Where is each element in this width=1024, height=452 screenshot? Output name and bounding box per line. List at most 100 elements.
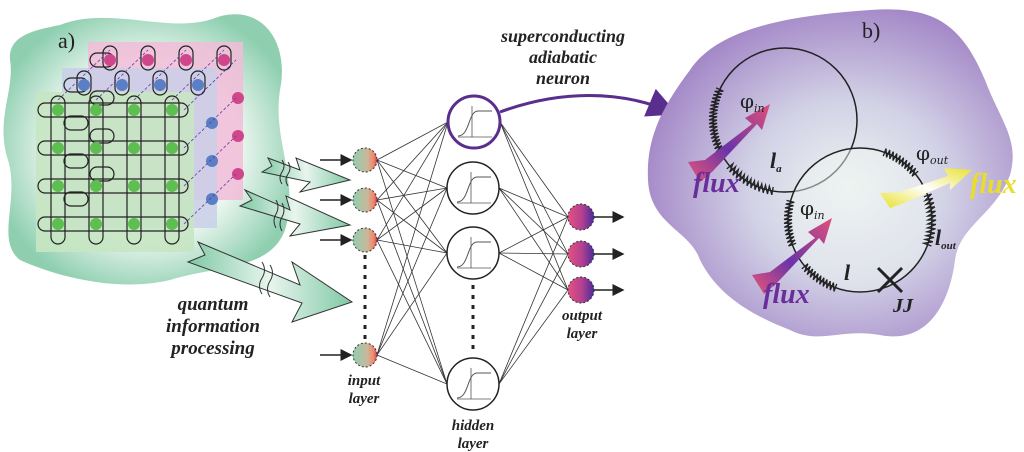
qubit-dot-green — [90, 180, 102, 192]
hidden-neuron — [446, 357, 500, 411]
green-arrow-3 — [186, 240, 354, 323]
qubit-dot-pink — [104, 54, 116, 66]
hidden-layer-label-line2: layer — [458, 436, 489, 452]
input-hidden-connection — [376, 239, 448, 385]
interlayer-link — [95, 49, 149, 101]
qubit-dot-green — [90, 104, 102, 116]
horizontal-qubit-loop — [37, 178, 189, 194]
vertical-qubit-loop — [152, 70, 168, 96]
green-arrow-2 — [238, 188, 352, 237]
vertical-qubit-loop — [102, 45, 118, 71]
quantum-label-line3: processing — [169, 338, 254, 359]
hidden-output-connection — [498, 252, 569, 255]
hidden-output-connection — [498, 216, 569, 385]
input-hidden-connection — [376, 187, 448, 241]
input-coil-bottom — [783, 199, 797, 247]
input-neuron — [352, 147, 378, 173]
flux-in-top-label: flux — [693, 168, 740, 199]
hidden-output-connection — [499, 121, 569, 218]
sigmoid-curve — [456, 176, 491, 203]
input-coil-top — [708, 87, 724, 153]
qubit-dot-green — [128, 218, 140, 230]
neuron-link-arrow — [499, 88, 678, 117]
coil-l — [801, 263, 838, 292]
qubit-dot-green — [90, 142, 102, 154]
qubit-dot-blue — [206, 155, 218, 167]
output-coil-lout — [921, 193, 937, 247]
sigmoid-icon — [457, 106, 492, 138]
hidden-output-connection — [498, 187, 569, 291]
network-neurons — [320, 94, 625, 411]
hidden-neuron — [446, 226, 500, 280]
hidden-output-connection — [499, 121, 569, 255]
input-hidden-connection — [376, 239, 448, 254]
qubit-dot-green — [128, 180, 140, 192]
qubit-dot-green — [166, 218, 178, 230]
vertical-qubit-loop — [178, 45, 194, 71]
horizontal-qubit-loop — [37, 216, 189, 232]
input-layer-label-line1: input — [348, 373, 381, 389]
l-a-label: la — [770, 148, 782, 175]
qubit-dot-blue — [206, 117, 218, 129]
input-hidden-connection — [376, 199, 448, 254]
interlayer-link — [57, 49, 111, 101]
horizontal-qubit-loop — [89, 128, 115, 144]
vertical-qubit-loop — [126, 95, 142, 245]
input-hidden-connection — [376, 121, 449, 356]
input-hidden-connection — [376, 354, 448, 385]
vertical-qubit-loop — [76, 70, 92, 96]
vertical-qubit-loop — [88, 95, 104, 245]
qubit-dot-green — [52, 104, 64, 116]
sigmoid-curve — [456, 372, 491, 399]
horizontal-qubit-loop — [63, 191, 89, 207]
vertical-qubit-loop — [50, 95, 66, 245]
vertical-qubit-loop — [216, 45, 232, 71]
flux-in-bottom-arrow — [752, 218, 832, 294]
horizontal-qubit-loop — [89, 90, 115, 106]
output-neuron — [567, 240, 595, 268]
qubit-dot-pink — [232, 168, 244, 180]
hidden-output-connection — [499, 121, 569, 291]
qubit-dot-green — [166, 104, 178, 116]
vertical-qubit-loop — [164, 95, 180, 245]
hidden-output-connection — [498, 252, 569, 291]
sigmoid-icon — [456, 172, 491, 204]
output-layer-label-line2: layer — [567, 326, 598, 342]
phi-in-bottom-label: φin — [800, 196, 825, 222]
input-hidden-connection — [376, 121, 449, 241]
input-hidden-connection — [376, 159, 448, 254]
qubit-dot-green — [52, 218, 64, 230]
qubit-dot-green — [90, 218, 102, 230]
qubit-dot-green — [128, 104, 140, 116]
output-layer-label-line1: output — [562, 308, 603, 324]
lattice-grid — [37, 45, 244, 245]
qubit-dot-green — [128, 142, 140, 154]
horizontal-qubit-loop — [63, 115, 89, 131]
qubit-dot-pink — [232, 130, 244, 142]
qubit-dot-blue — [116, 79, 128, 91]
quantum-label-line1: quantum — [178, 294, 249, 315]
panel-b-label: b) — [862, 18, 880, 43]
qubit-dot-pink — [180, 54, 192, 66]
interlayer-link — [183, 173, 237, 225]
l-out-label: lout — [935, 225, 957, 252]
neuron-title-line3: neuron — [536, 68, 590, 88]
neuron-title-line2: adiabatic — [529, 47, 597, 67]
interlayer-link — [183, 97, 237, 149]
sigmoid-curve — [456, 241, 491, 268]
phi-out-label: φout — [916, 141, 949, 167]
neuron-title-line1: superconducting — [500, 26, 625, 46]
josephson-junction-icon — [876, 266, 904, 294]
highlighted-hidden-neuron — [446, 94, 502, 150]
qubit-dot-green — [52, 180, 64, 192]
output-loop — [787, 147, 933, 293]
hidden-output-connection — [498, 216, 569, 254]
qubit-dot-green — [166, 142, 178, 154]
interlayer-link — [133, 49, 187, 101]
quantum-arrows — [186, 157, 354, 323]
qubit-dot-blue — [192, 79, 204, 91]
coupling-coil-la — [726, 161, 774, 196]
interlayer-link — [183, 135, 237, 187]
jj-label: JJ — [892, 295, 914, 317]
input-hidden-connection — [376, 121, 449, 201]
